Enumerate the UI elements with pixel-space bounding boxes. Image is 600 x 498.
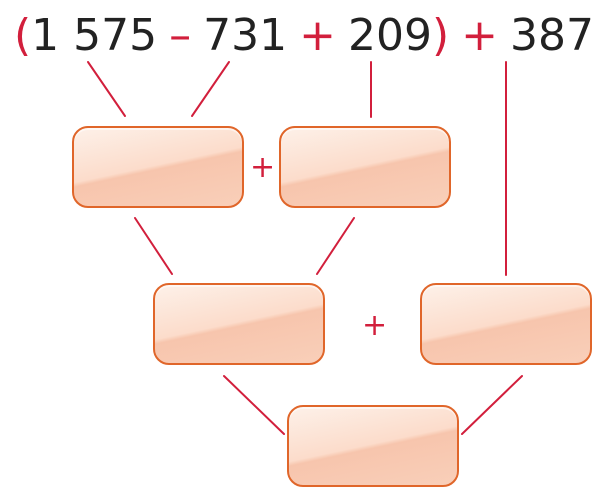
connector-731-to-box xyxy=(191,61,230,117)
connector-1575-to-box xyxy=(87,61,126,117)
level2-right-answer-box[interactable] xyxy=(420,283,592,365)
term-209: 209 xyxy=(348,10,432,61)
connector-l1right-to-l2left xyxy=(316,217,355,275)
minus-operator: – xyxy=(169,10,192,61)
expression: (1 575–731+209)+387 xyxy=(14,8,594,64)
connector-l2right-to-result xyxy=(461,375,523,435)
plus-operator-2: + xyxy=(461,10,499,61)
connector-l2left-to-result xyxy=(223,375,285,435)
close-parenthesis: ) xyxy=(431,10,450,61)
level1-left-answer-box[interactable] xyxy=(72,126,244,208)
level1-plus-sign: + xyxy=(250,150,276,185)
connector-l1left-to-l2left xyxy=(134,217,173,275)
term-387: 387 xyxy=(510,10,595,61)
result-answer-box[interactable] xyxy=(287,405,459,487)
term-1575: 1 575 xyxy=(31,10,158,61)
plus-operator-1: + xyxy=(299,10,336,61)
open-parenthesis: ( xyxy=(14,10,32,61)
term-731: 731 xyxy=(203,10,288,61)
level1-right-answer-box[interactable] xyxy=(279,126,451,208)
level2-left-answer-box[interactable] xyxy=(153,283,325,365)
level2-plus-sign: + xyxy=(362,308,388,343)
